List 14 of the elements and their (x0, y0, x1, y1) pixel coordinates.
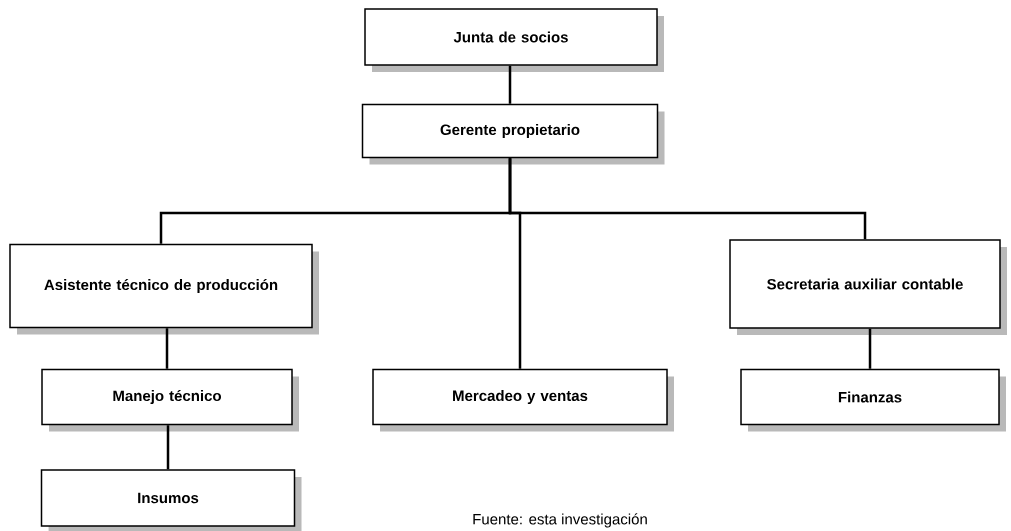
org-box: Finanzas (740, 368, 1006, 432)
org-box: Manejo técnico (41, 368, 299, 432)
org-box: Junta de socios (364, 8, 664, 72)
org-box: Asistente técnico de producción (9, 243, 319, 335)
org-box: Mercadeo y ventas (372, 368, 674, 432)
source-note: Fuente: esta investigación (473, 513, 647, 528)
connector-line (165, 328, 169, 369)
org-box: Secretaria auxiliar contable (729, 239, 1007, 335)
org-box: Insumos (40, 469, 302, 531)
connector-line (166, 425, 170, 470)
connector-line (508, 158, 867, 240)
connector-line (508, 65, 512, 104)
org-box: Gerente propietario (361, 103, 665, 165)
connector-line (868, 328, 872, 369)
